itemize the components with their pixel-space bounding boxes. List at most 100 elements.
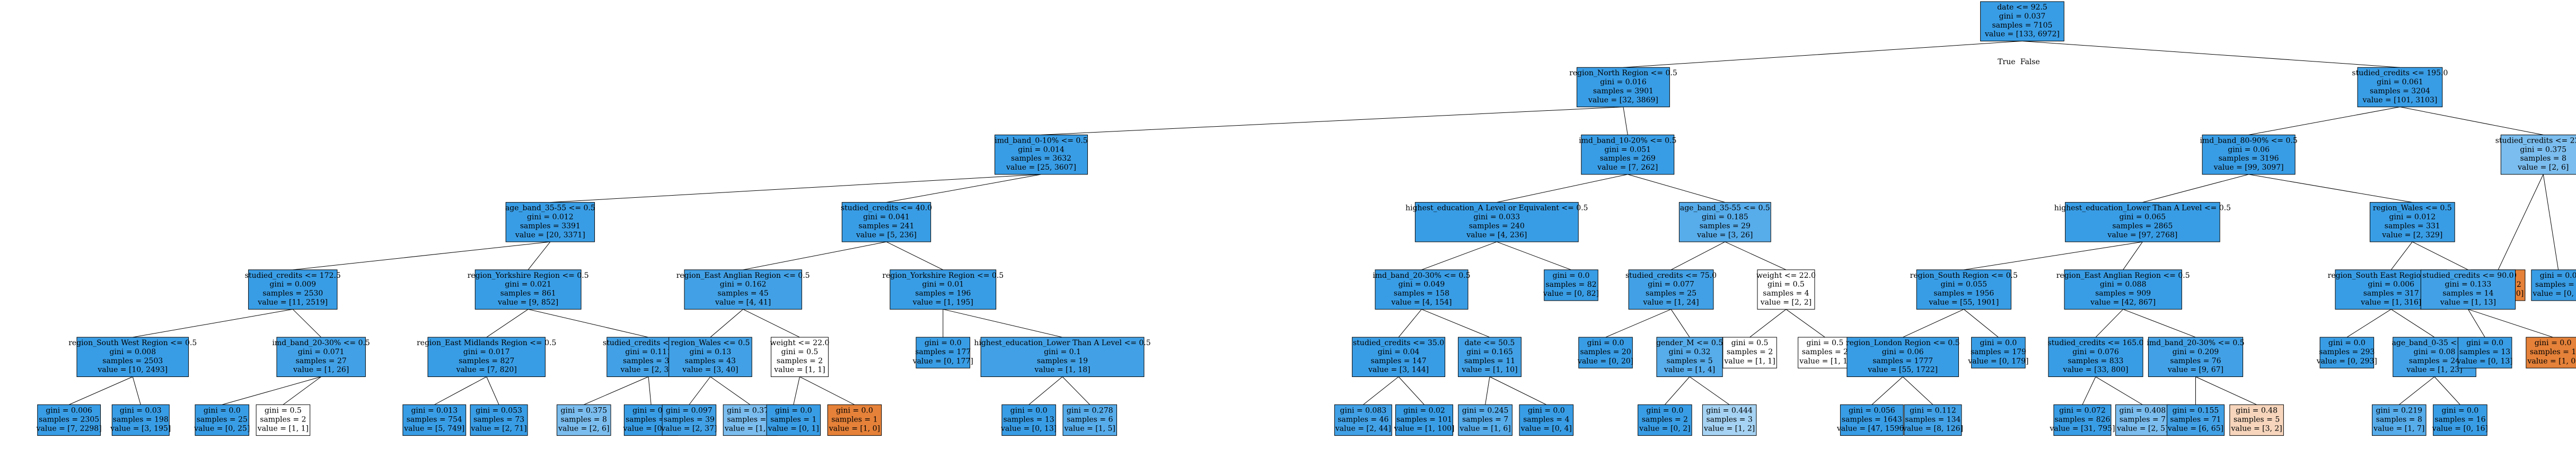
node-box [1847, 337, 1959, 378]
node-line: gini = 0.32 [1669, 348, 1711, 356]
node-line: value = [1, 24] [1642, 299, 1699, 307]
split-node: highest_education_Lower Than A Level <= … [974, 337, 1151, 378]
edge-21-38 [1671, 309, 1690, 338]
edge-label-true: True [1998, 58, 2015, 66]
node-line: samples = 240 [1469, 222, 1525, 230]
node-line: samples = 5 [2234, 415, 2280, 424]
node-box [766, 404, 821, 436]
node-line: value = [33, 800] [2062, 366, 2128, 374]
node-line: gini = 0.112 [1910, 406, 1956, 415]
node-line: studied_credits <= 165.0 [2047, 339, 2143, 347]
node-box [916, 337, 971, 369]
node-box [1352, 337, 1446, 378]
node-box [2372, 404, 2426, 436]
node-line: gini = 0.051 [1604, 145, 1651, 154]
node-line: value = [8, 126] [1902, 425, 1963, 433]
node-line: samples = 827 [459, 357, 514, 365]
node-line: gini = 0.012 [2389, 213, 2436, 221]
node-line: studied_credits <= 195.0 [2352, 69, 2448, 77]
node-line: gini = 0.06 [2228, 145, 2270, 154]
edge-18-34 [943, 309, 1063, 338]
edge-17-32 [743, 309, 800, 338]
node-line: samples = 6 [2535, 280, 2576, 289]
edge-9-19 [1421, 241, 1497, 270]
node-line: samples = 8 [561, 415, 607, 424]
node-line: age_band_35-55 <= 0.5 [505, 204, 595, 213]
node-line: gini = 0.021 [505, 280, 551, 289]
edge-32-60 [799, 376, 855, 405]
node-box [827, 404, 882, 436]
node-line: gini = 0.049 [1399, 280, 1445, 289]
node-line: gini = 0.0 [1587, 339, 1624, 347]
node-box [1840, 404, 1904, 436]
node-line: studied_credits <= 172.5 [245, 271, 341, 280]
node-line: samples = 45 [718, 289, 769, 298]
node-line: gini = 0.375 [2520, 145, 2566, 154]
node-line: value = [2, 2] [1760, 299, 1812, 307]
tree-edges [68, 40, 2559, 405]
node-line: region_Wales <= 0.5 [671, 339, 750, 347]
edge-3-8 [886, 174, 1042, 203]
node-line: gini = 0.111 [625, 348, 672, 356]
node-line: gini = 0.014 [1018, 145, 1065, 154]
node-line: samples = 5 [1666, 357, 1712, 365]
edge-38-68 [1689, 376, 1730, 405]
node-line: gini = 0.076 [2072, 348, 2119, 356]
edge-8-18 [886, 241, 943, 270]
edge-4-9 [1497, 174, 1628, 203]
edge-8-17 [743, 241, 887, 270]
node-line: samples = 13 [2459, 348, 2510, 356]
node-line: samples = 8 [2376, 415, 2422, 424]
node-line: value = [5, 236] [856, 231, 917, 239]
edge-35-63 [1363, 376, 1399, 405]
node-line: value = [9, 67] [2167, 366, 2223, 374]
node-line: gini = 0.0 [632, 406, 670, 415]
node-line: samples = 158 [1394, 289, 1449, 298]
node-box [770, 337, 829, 378]
node-line: value = [1, 2] [1703, 425, 1755, 433]
node-line: samples = 71 [2170, 415, 2221, 424]
node-line: gini = 0.0 [1010, 406, 1048, 415]
edge-46-75 [2398, 376, 2435, 405]
node-line: gini = 0.0 [2535, 339, 2572, 347]
node-line: samples = 1 [770, 415, 816, 424]
node-line: gini = 0.408 [2120, 406, 2166, 415]
node-line: highest_education_A Level or Equivalent … [1405, 204, 1588, 213]
edge-24-44 [2123, 309, 2196, 338]
node-box [1678, 202, 1771, 242]
node-box [76, 337, 189, 378]
node-line: value = [1, 316] [2360, 299, 2421, 307]
node-line: samples = 2 [777, 357, 823, 365]
node-line: samples = 27 [296, 357, 347, 365]
node-line: samples = 4 [727, 415, 773, 424]
edge-36-65 [1485, 376, 1490, 405]
node-line: value = [1, 5] [1064, 425, 1115, 433]
node-line: gender_M <= 0.5 [1656, 339, 1723, 347]
split-node: highest_education_Lower Than A Level <= … [2054, 202, 2231, 242]
node-line: gini = 0.219 [2376, 406, 2422, 415]
node-line: value = [3, 2] [2230, 425, 2282, 433]
node-line: samples = 14 [2442, 289, 2493, 298]
node-box [276, 337, 366, 378]
edge-6-13 [2498, 174, 2544, 270]
node-line: value = [7, 262] [1597, 163, 1658, 172]
node-line: region_East Midlands Region <= 0.5 [417, 339, 556, 347]
node-line: samples = 8 [2520, 154, 2566, 163]
node-line: samples = 2530 [262, 289, 323, 298]
node-line: value = [1, 4] [1664, 366, 1715, 374]
node-line: samples = 13 [1004, 415, 1054, 424]
node-line: value = [55, 1901] [1928, 299, 1999, 307]
node-line: samples = 24 [2409, 357, 2460, 365]
